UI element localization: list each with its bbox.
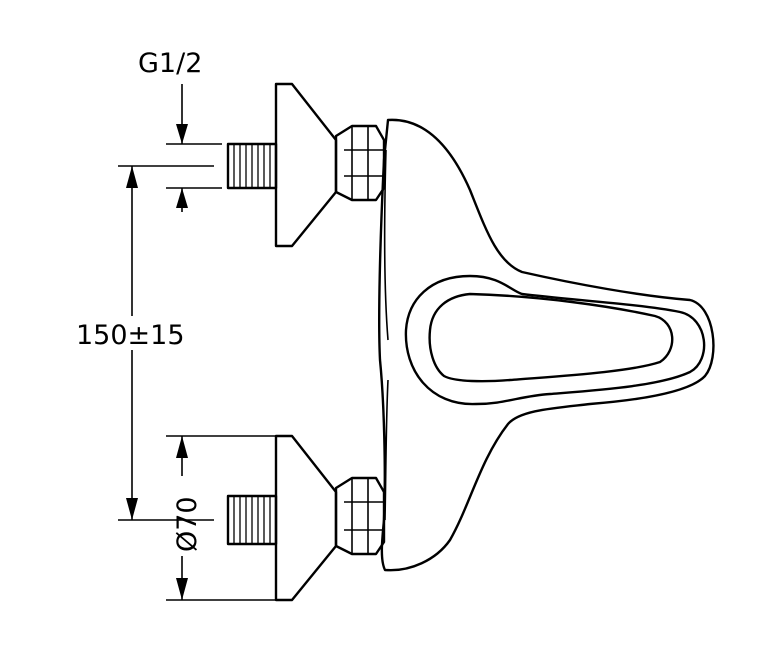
diameter-dimension: Ø70 <box>166 435 276 601</box>
upper-thread-hatching <box>233 144 271 188</box>
spacing-label: 150±15 <box>76 320 185 351</box>
spacing-dimension: 150±15 <box>76 165 214 521</box>
spacing-arrow-bottom <box>126 498 138 520</box>
diameter-arrow-bottom <box>176 578 188 600</box>
thread-label: G1/2 <box>138 48 202 79</box>
lower-thread-hatching <box>233 496 271 544</box>
upper-connection <box>226 82 386 248</box>
thread-arrow-top <box>176 124 188 144</box>
lower-connection <box>226 434 386 602</box>
spacing-arrow-top <box>126 166 138 188</box>
diameter-label: Ø70 <box>172 496 203 552</box>
diameter-arrow-top <box>176 436 188 458</box>
thread-dimension: G1/2 <box>138 48 222 212</box>
mixer-body <box>378 118 715 572</box>
thread-arrow-bottom <box>176 188 188 208</box>
